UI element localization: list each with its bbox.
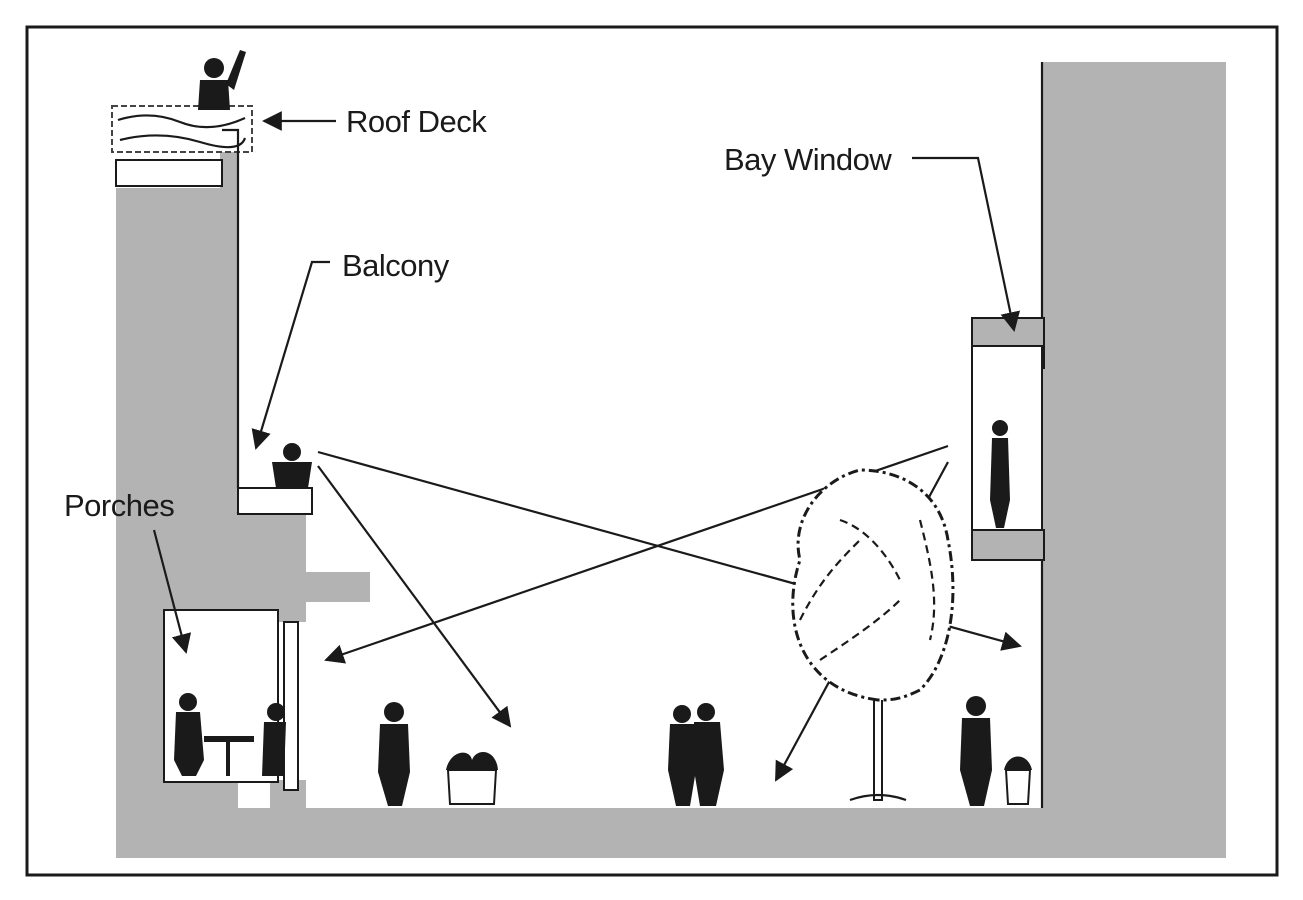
bay-window-label: Bay Window [724, 142, 892, 177]
planter-street [446, 751, 498, 805]
right-building [971, 62, 1226, 812]
person-street-right [960, 696, 992, 806]
porches-leader [152, 529, 192, 654]
roof-deck-label: Roof Deck [346, 104, 487, 139]
people [174, 50, 1010, 806]
person-porch-right [262, 703, 286, 776]
balcony-leader [251, 260, 330, 450]
porch-column [283, 621, 299, 791]
porches-label: Porches [64, 488, 174, 523]
ground-slab [116, 808, 1226, 858]
person-porch-left [174, 693, 204, 776]
person-roof-deck [198, 50, 246, 110]
person-street-1 [378, 702, 410, 806]
person-bay-window [990, 420, 1010, 528]
planter-right [1004, 756, 1032, 805]
street-tree [791, 468, 955, 802]
diagram-frame [25, 25, 1279, 877]
balcony-label: Balcony [342, 248, 450, 283]
person-balcony [272, 443, 312, 488]
person-street-couple [668, 703, 724, 806]
bay-window-leader [912, 156, 1021, 332]
planters [446, 751, 1032, 805]
callout-leaders [152, 111, 1021, 654]
porch-table [204, 736, 254, 742]
sight-line-balcony-to-street [317, 465, 512, 728]
left-building [111, 105, 370, 810]
balcony-slab [237, 487, 313, 515]
